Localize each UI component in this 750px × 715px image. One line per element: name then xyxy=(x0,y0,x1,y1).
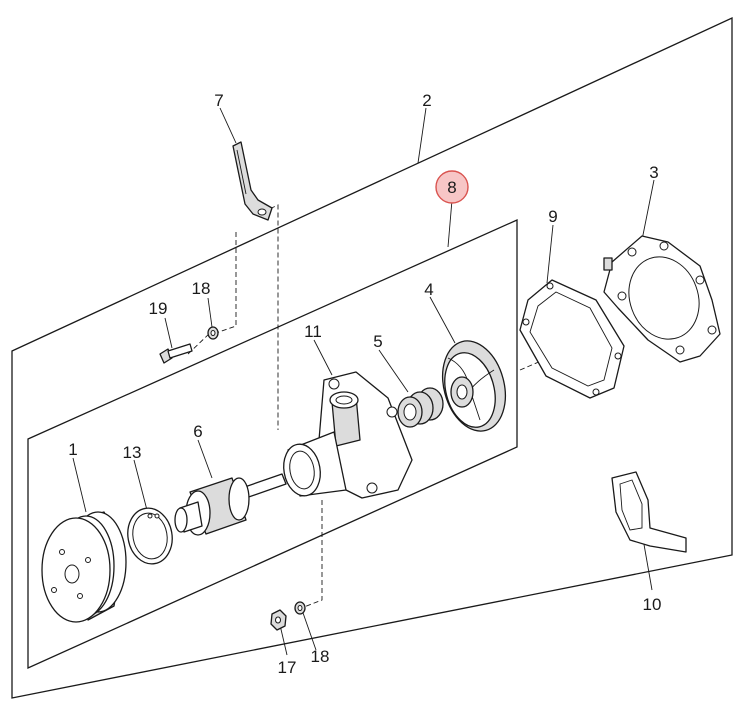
callout-1: 1 xyxy=(68,440,77,459)
callout-6: 6 xyxy=(193,422,202,441)
callout-9: 9 xyxy=(548,207,557,226)
part-7-bracket xyxy=(232,141,273,221)
part-11-pump-body xyxy=(283,371,413,499)
callout-7: 7 xyxy=(214,91,223,110)
callout-5: 5 xyxy=(373,332,382,351)
part-17-nut xyxy=(270,609,287,631)
callout-10: 10 xyxy=(643,595,662,614)
callout-18-bottom: 18 xyxy=(311,647,330,666)
callout-8-highlight xyxy=(435,170,469,204)
callout-13: 13 xyxy=(123,443,142,462)
callout-19: 19 xyxy=(149,299,168,318)
part-19-bolt xyxy=(159,343,193,364)
callout-4: 4 xyxy=(424,280,433,299)
callout-11: 11 xyxy=(304,322,322,341)
callout-2: 2 xyxy=(422,91,431,110)
callout-8: 8 xyxy=(447,178,456,197)
part-3-cover xyxy=(603,235,721,363)
part-9-gasket xyxy=(519,279,625,399)
part-18-washer-bottom-hole xyxy=(297,605,303,611)
callout-17: 17 xyxy=(278,658,297,677)
part-5-seal xyxy=(397,387,444,428)
part-10-gasket xyxy=(611,471,687,553)
callout-3: 3 xyxy=(649,163,658,182)
frame-assembly-8 xyxy=(27,218,518,670)
part-13-snap-ring xyxy=(127,507,173,565)
part-6-shaft xyxy=(174,473,287,536)
callout-18-top: 18 xyxy=(192,279,211,298)
part-1-pulley xyxy=(41,511,127,623)
frame-assembly-2 xyxy=(11,16,733,699)
part-18-washer-top-hole xyxy=(210,330,216,336)
part-4-impeller xyxy=(442,340,506,432)
